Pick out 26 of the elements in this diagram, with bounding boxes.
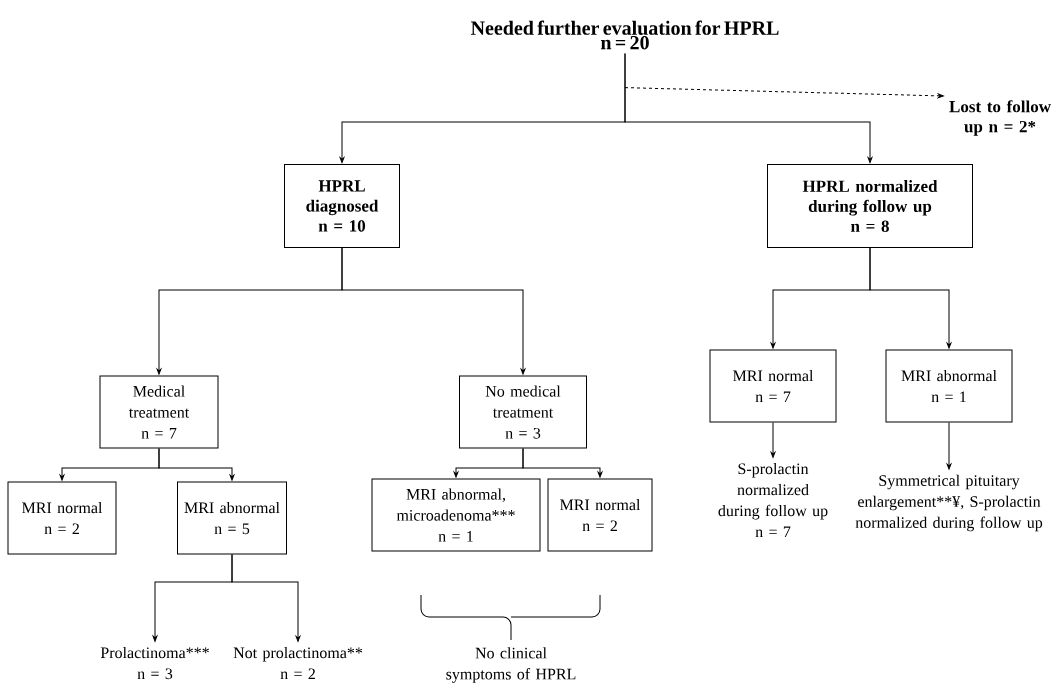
arrow	[624, 53, 873, 164]
arrow	[341, 247, 526, 375]
outcome-text: Not prolactinoma** n = 2	[233, 646, 363, 680]
process-box: No medical treatment n = 3	[459, 375, 587, 449]
process-box: Medical treatment n = 7	[99, 375, 219, 449]
arrow	[624, 87, 944, 99]
arrow	[158, 448, 235, 481]
arrow	[522, 448, 603, 478]
outcome-text: Prolactinoma*** n = 3	[100, 646, 209, 680]
note-text: No clinical symptoms of HPRL	[446, 647, 576, 683]
arrow	[869, 247, 952, 349]
process-box: MRI abnormal n = 1	[885, 349, 1013, 423]
process-box: MRI normal n = 2	[7, 481, 117, 555]
arrow	[231, 554, 301, 642]
process-box: HPRL normalized during follow up n = 8	[767, 164, 973, 248]
outcome-text: Lost to follow up n = 2*	[949, 100, 1051, 136]
outcome-text: S-prolactin normalized during follow up n = 7	[718, 462, 828, 538]
arrow	[946, 422, 952, 470]
process-box: MRI abnormal n = 5	[177, 481, 287, 555]
process-box: HPRL diagnosed n = 10	[284, 164, 400, 248]
process-box: MRI normal n = 7	[709, 349, 837, 423]
arrow	[770, 422, 776, 458]
process-box: MRI abnormal, microadenoma*** n = 1	[371, 478, 541, 552]
outcome-text: Symmetrical pituitary enlargement**¥, S-prolactin normalized during follow up	[855, 474, 1043, 532]
process-box: MRI normal n = 2	[547, 478, 653, 552]
heading-text: Needed further evaluation for HPRL n = 20	[470, 20, 779, 50]
